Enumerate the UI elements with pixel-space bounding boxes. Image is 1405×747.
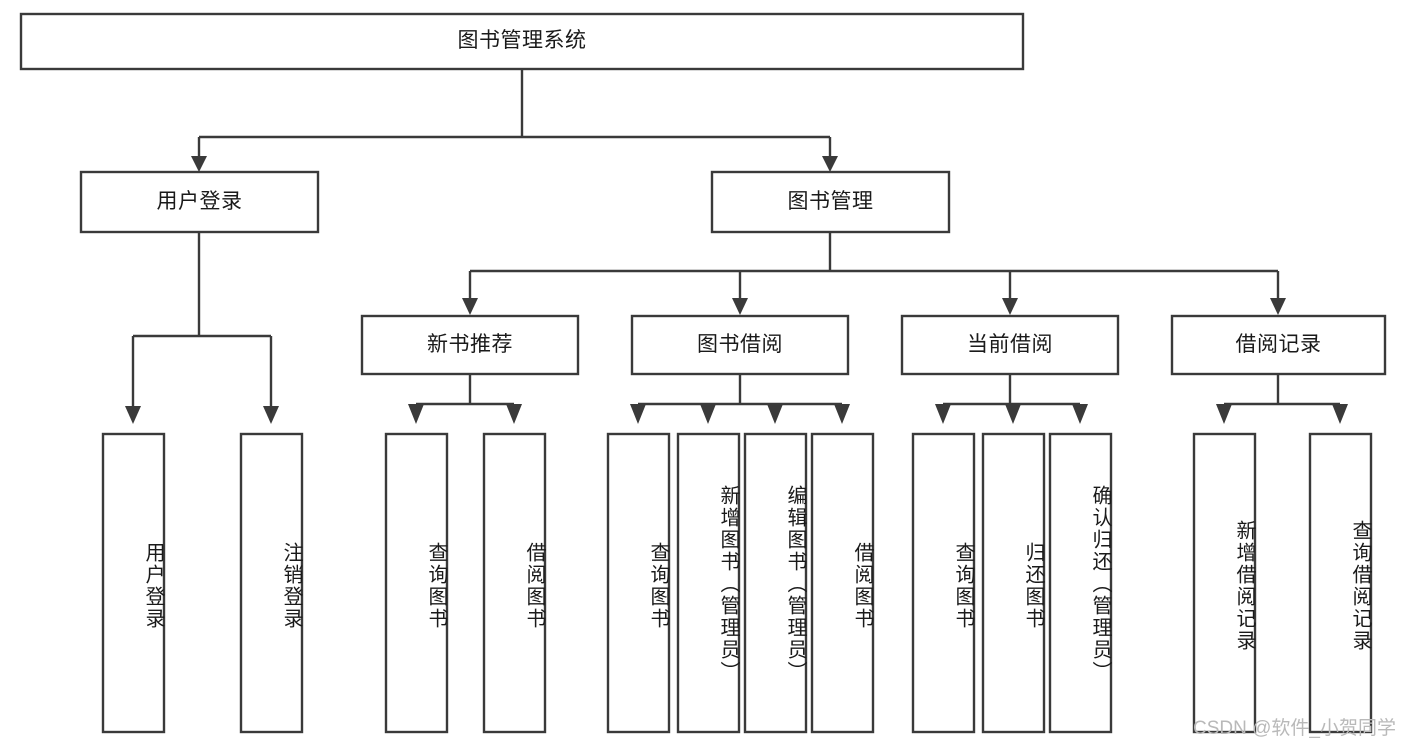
node-level1-0-box[interactable] — [79, 170, 320, 234]
node-leaf-3-box[interactable] — [482, 432, 547, 734]
node-leaf-1-box[interactable] — [239, 432, 304, 734]
node-level1-1-box[interactable] — [710, 170, 951, 234]
arrow-head-leaf-0 — [125, 406, 141, 424]
arrow-head-leaf-10 — [1072, 404, 1088, 424]
node-leaf-5-box[interactable] — [676, 432, 741, 734]
connector-level2-2-drop — [943, 374, 1080, 406]
arrow-head-level1-0 — [191, 156, 207, 172]
node-leaf-2-box[interactable] — [384, 432, 449, 734]
arrow-head-level2-2 — [1002, 298, 1018, 315]
arrow-head-leaf-4 — [630, 404, 646, 424]
arrow-head-level1-1 — [822, 156, 838, 172]
arrow-head-leaf-6 — [767, 404, 783, 424]
connector-level1-1-drop — [470, 232, 1278, 273]
arrow-head-leaf-11 — [1216, 404, 1232, 424]
connector-level2-3-drop — [1224, 374, 1340, 406]
connector-level2-1-drop — [638, 374, 842, 406]
connector-root-to-bus — [199, 69, 830, 139]
connector-level2-0-drop — [416, 374, 514, 406]
arrow-head-leaf-2 — [408, 404, 424, 424]
arrow-head-level2-0 — [462, 298, 478, 315]
node-leaf-10-box[interactable] — [1048, 432, 1113, 734]
node-leaf-9-box[interactable] — [981, 432, 1046, 734]
node-leaf-8-box[interactable] — [911, 432, 976, 734]
node-leaf-6-box[interactable] — [743, 432, 808, 734]
arrow-head-leaf-3 — [506, 404, 522, 424]
arrow-head-leaf-9 — [1005, 404, 1021, 424]
node-leaf-12-box[interactable] — [1308, 432, 1373, 734]
node-root-box[interactable] — [19, 12, 1025, 71]
node-level2-2-box[interactable] — [900, 314, 1120, 376]
arrow-head-level2-3 — [1270, 298, 1286, 315]
node-leaf-4-box[interactable] — [606, 432, 671, 734]
node-level2-3-box[interactable] — [1170, 314, 1387, 376]
connector-level1-0-drop — [133, 232, 271, 338]
arrow-head-leaf-1 — [263, 406, 279, 424]
arrow-head-leaf-12 — [1332, 404, 1348, 424]
node-leaf-7-box[interactable] — [810, 432, 875, 734]
arrow-head-level2-1 — [732, 298, 748, 315]
node-leaf-0-box[interactable] — [101, 432, 166, 734]
node-level2-1-box[interactable] — [630, 314, 850, 376]
arrow-head-leaf-7 — [834, 404, 850, 424]
arrow-head-leaf-5 — [700, 404, 716, 424]
node-leaf-11-box[interactable] — [1192, 432, 1257, 734]
node-level2-0-box[interactable] — [360, 314, 580, 376]
arrow-head-leaf-8 — [935, 404, 951, 424]
